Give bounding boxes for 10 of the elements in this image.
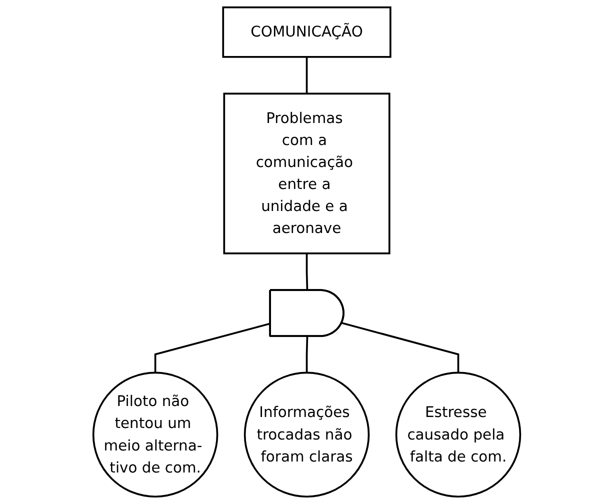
connector xyxy=(306,56,308,94)
node-box: Problemas com a comunicação entre a unidade e a aeronave xyxy=(223,92,391,254)
node-circle: Estresse causado pela falta de com. xyxy=(396,372,522,498)
node-box: COMUNICAÇÃO xyxy=(222,6,392,58)
connector xyxy=(342,322,460,373)
connector xyxy=(154,322,271,373)
connector xyxy=(306,336,308,373)
node-circle: Piloto não tentou um meio alterna- tivo de com. xyxy=(92,372,218,498)
connector xyxy=(306,253,308,291)
node-circle: Informações trocadas não foram claras xyxy=(244,372,370,498)
